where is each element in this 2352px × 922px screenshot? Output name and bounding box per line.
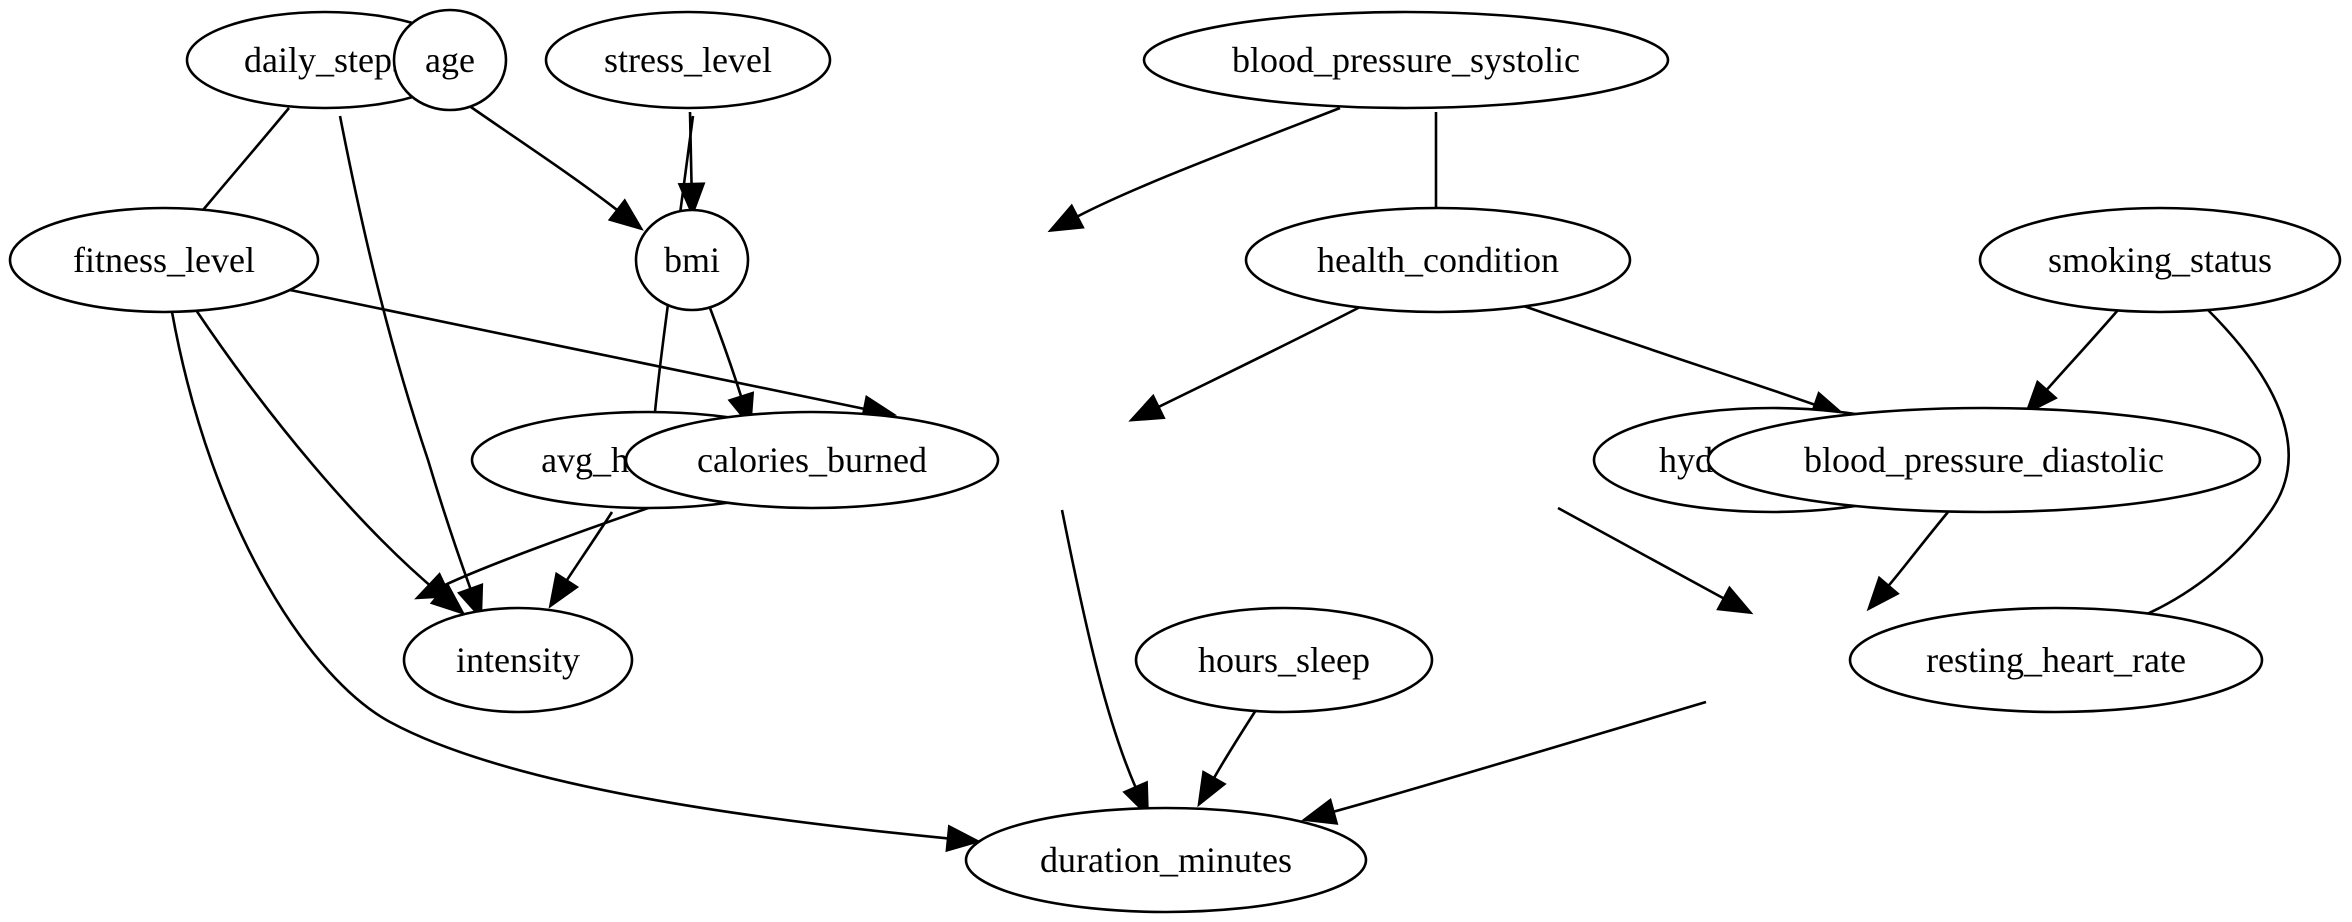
edge-age-to-avg_heart_rate: [653, 115, 695, 413]
edge-resting_heart_rate-to-duration_minutes: [1301, 700, 1707, 825]
edge-line: [1887, 511, 1950, 587]
node-age[interactable]: age: [392, 8, 508, 112]
edge-line: [338, 115, 472, 590]
node-blood-pressure-systolic[interactable]: blood_pressure_systolic: [1142, 10, 1670, 110]
arrowhead-icon: [1128, 393, 1166, 422]
edge-line: [202, 107, 290, 211]
edge-avg_heart_rate-to-intensity: [548, 511, 614, 609]
edge-line: [1212, 709, 1258, 779]
node-label: blood_pressure_systolic: [1232, 40, 1580, 80]
arrowhead-icon: [677, 182, 706, 218]
node-intensity[interactable]: intensity: [402, 606, 634, 714]
edge-line: [1157, 304, 1363, 409]
arrowhead-icon: [1866, 575, 1900, 612]
node-ellipse: [964, 806, 1368, 914]
node-label: intensity: [456, 640, 580, 680]
edge-fitness_level-to-calories_burned: [289, 288, 898, 423]
node-calories-burned[interactable]: calories_burned: [624, 410, 1000, 510]
node-ellipse: [402, 606, 634, 714]
edge-line: [443, 502, 661, 587]
arrowhead-icon: [457, 582, 484, 621]
edge-health_condition-to-blood_pressure_diastolic: [1511, 300, 1847, 418]
edge-hydration_level-to-resting_heart_rate: [1557, 506, 1754, 615]
node-resting-heart-rate[interactable]: resting_heart_rate: [1848, 606, 2264, 714]
arrowhead-icon: [607, 198, 644, 231]
node-label: resting_heart_rate: [1926, 640, 2186, 680]
edge-daily_steps-to-intensity: [338, 115, 484, 621]
arrowhead-icon: [1301, 797, 1339, 825]
arrowhead-icon: [414, 572, 452, 600]
node-ellipse: [1142, 10, 1670, 110]
node-ellipse: [1134, 606, 1434, 714]
node-ellipse: [1706, 406, 2262, 514]
node-label: blood_pressure_diastolic: [1804, 440, 2164, 480]
node-label: hours_sleep: [1198, 640, 1370, 680]
node-label: duration_minutes: [1040, 840, 1292, 880]
node-label: daily_steps: [244, 40, 406, 80]
arrowhead-icon: [945, 824, 982, 853]
arrowhead-icon: [1716, 585, 1754, 615]
edge-line: [565, 511, 614, 582]
edge-fitness_level-to-intensity: [194, 309, 466, 616]
edge-daily_steps-to-fitness_level: [202, 107, 290, 211]
edge-line: [2045, 309, 2119, 391]
edge-line: [1557, 506, 1725, 600]
node-label: age: [425, 40, 475, 80]
node-fitness-level[interactable]: fitness_level: [8, 206, 320, 314]
node-ellipse: [544, 10, 832, 110]
node-label: calories_burned: [697, 440, 927, 480]
node-ellipse: [1978, 206, 2342, 314]
node-bmi[interactable]: bmi: [634, 208, 750, 312]
node-ellipse: [624, 410, 1000, 510]
node-hours-sleep[interactable]: hours_sleep: [1134, 606, 1434, 714]
node-ellipse: [634, 208, 750, 312]
edge-line: [653, 115, 695, 413]
edge-line: [1333, 700, 1707, 814]
edge-blood_pressure_systolic-to-bmi: [1047, 106, 1341, 233]
node-blood-pressure-diastolic[interactable]: blood_pressure_diastolic: [1706, 406, 2262, 514]
edge-line: [457, 96, 619, 212]
arrowhead-icon: [548, 571, 580, 609]
edge-line: [1076, 106, 1341, 218]
arrowhead-icon: [1047, 203, 1085, 233]
node-ellipse: [1848, 606, 2264, 714]
edge-stress_level-to-bmi: [677, 111, 706, 218]
edge-hours_sleep-to-duration_minutes: [1197, 709, 1258, 808]
edge-line: [708, 307, 743, 398]
edge-calories_burned-to-intensity: [414, 502, 661, 600]
node-ellipse: [1244, 206, 1632, 314]
arrowhead-icon: [2024, 379, 2058, 416]
edge-line: [688, 111, 693, 185]
node-ellipse: [8, 206, 320, 314]
node-duration-minutes[interactable]: duration_minutes: [964, 806, 1368, 914]
node-health-condition[interactable]: health_condition: [1244, 206, 1632, 314]
node-label: stress_level: [604, 40, 772, 80]
edge-line: [1511, 300, 1816, 406]
edge-line: [289, 288, 865, 411]
node-ellipse: [392, 8, 508, 112]
edge-blood_pressure_diastolic-to-resting_heart_rate: [1866, 511, 1950, 612]
edge-fitness_level-to-duration_minutes: [170, 311, 982, 853]
edge-line: [1060, 509, 1137, 788]
edge-line: [170, 311, 949, 840]
arrowhead-icon: [1197, 770, 1227, 808]
edge-smoking_status-to-blood_pressure_diastolic: [2024, 309, 2119, 416]
node-label: health_condition: [1317, 240, 1559, 280]
nodes-layer: daily_steps age stress_level blood_pressure…: [8, 8, 2342, 914]
node-stress-level[interactable]: stress_level: [544, 10, 832, 110]
edge-line: [194, 309, 441, 595]
node-label: bmi: [664, 240, 720, 280]
node-label: fitness_level: [73, 240, 255, 280]
arrowhead-icon: [1122, 780, 1149, 819]
node-smoking-status[interactable]: smoking_status: [1978, 206, 2342, 314]
edge-age-to-bmi: [457, 96, 644, 231]
edge-calories_burned-to-duration_minutes: [1060, 509, 1149, 819]
edge-health_condition-to-calories_burned: [1128, 304, 1363, 422]
edge-bmi-to-calories_burned: [708, 307, 755, 429]
node-label: smoking_status: [2048, 240, 2272, 280]
